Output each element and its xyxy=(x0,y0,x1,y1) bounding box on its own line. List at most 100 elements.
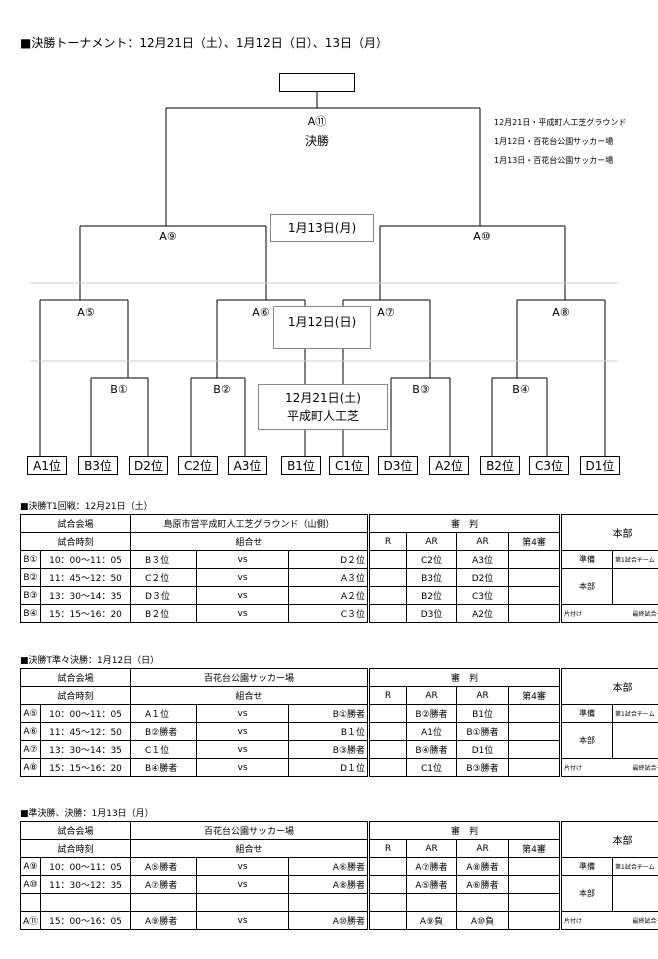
match-time: 13：30～14：35 xyxy=(39,586,132,605)
seed-d1: D1位 xyxy=(580,456,620,475)
hq-prep-team: 第1試合チーム xyxy=(612,857,658,876)
match-id: A⑧ xyxy=(20,758,41,777)
hq-empty-cell xyxy=(612,722,658,759)
referee-ar1: C2位 xyxy=(406,550,458,569)
ar1-header: AR xyxy=(406,686,458,705)
referee-fourth xyxy=(508,740,563,759)
match-time: 10：00～11：05 xyxy=(39,704,132,723)
match-id: B① xyxy=(20,550,41,569)
hq-empty-cell xyxy=(612,875,658,912)
match-id: A⑦ xyxy=(20,740,41,759)
match-label-a5: A⑤ xyxy=(77,306,95,319)
match-label-b3: B③ xyxy=(412,383,430,396)
champion-box xyxy=(279,73,355,92)
seed-a3: A3位 xyxy=(228,456,267,475)
away-team: D１位 xyxy=(288,758,371,777)
venue-name: 百花台公園サッカー場 xyxy=(130,821,371,840)
referee-header: 審 判 xyxy=(368,821,563,840)
match-id: A⑨ xyxy=(20,857,41,876)
away-team: A２位 xyxy=(288,586,371,605)
vs-label: vs xyxy=(196,586,290,605)
ar1-header: AR xyxy=(406,839,458,858)
home-team: A⑤勝者 xyxy=(130,857,198,876)
header-row-venue: 試合会場百花台公園サッカー場審 判本部 xyxy=(19,668,658,705)
referee-r xyxy=(368,911,408,930)
referee-ar1: B2位 xyxy=(406,586,458,605)
hq-prep-team: 第1試合チーム xyxy=(612,704,658,723)
venue-header: 試合会場 xyxy=(19,821,132,840)
venue-name: 島原市営平成町人工芝グラウンド（山側） xyxy=(130,514,371,533)
referee-ar1: A⑦勝者 xyxy=(406,857,458,876)
hq-prep: 準備 xyxy=(560,704,614,723)
referee-fourth xyxy=(508,704,563,723)
referee-ar2: A⑩負 xyxy=(456,911,510,930)
referee-ar2: A⑧勝者 xyxy=(456,857,510,876)
header-row-venue: 試合会場島原市営平成町人工芝グラウンド（山側）審 判本部 xyxy=(19,514,658,551)
match-time: 11：30～12：35 xyxy=(39,875,132,894)
away-team: A⑧勝者 xyxy=(288,875,371,894)
hq-prep: 準備 xyxy=(560,857,614,876)
hq-empty-cell xyxy=(612,568,658,605)
match-label-b2: B② xyxy=(213,383,231,396)
matchup-header: 組合せ xyxy=(130,686,371,705)
r-header: R xyxy=(368,839,408,858)
ar1-header: AR xyxy=(406,532,458,551)
match-id: B④ xyxy=(20,604,41,623)
referee-header: 審 判 xyxy=(368,514,563,533)
match-id: A⑩ xyxy=(20,875,41,894)
section-title: ■決勝T準々決勝：1月12日（日） xyxy=(20,656,160,666)
referee-ar1: A1位 xyxy=(406,722,458,741)
referee-ar1: A⑤勝者 xyxy=(406,875,458,894)
home-team: B３位 xyxy=(130,550,198,569)
table-row xyxy=(20,893,658,912)
vs-label xyxy=(196,893,290,912)
match-label-a6: A⑥ xyxy=(252,306,270,319)
home-team: C１位 xyxy=(130,740,198,759)
match-time: 10：00～11：05 xyxy=(39,550,132,569)
seed-b1: B1位 xyxy=(281,456,321,475)
home-team: A１位 xyxy=(130,704,198,723)
away-team: D２位 xyxy=(288,550,371,569)
time-header: 試合時刻 xyxy=(19,839,132,858)
match-label-a11: A⑪ xyxy=(307,115,327,128)
venue-header: 試合会場 xyxy=(19,668,132,687)
home-team: B２位 xyxy=(130,604,198,623)
away-team: B①勝者 xyxy=(288,704,371,723)
match-time: 15：15～16：20 xyxy=(39,604,132,623)
venue-line-2: 1月12日・百花台公園サッカー場 xyxy=(494,137,614,146)
hq-prep-team: 第1試合チーム xyxy=(612,550,658,569)
away-team xyxy=(288,893,371,912)
referee-r xyxy=(368,586,408,605)
away-team: A⑩勝者 xyxy=(288,911,371,930)
date-box-dec21-venue: 平成町人工芝 xyxy=(286,409,359,423)
match-time xyxy=(39,893,132,912)
match-label-b4: B④ xyxy=(512,383,530,396)
referee-ar2: B1位 xyxy=(456,704,510,723)
vs-label: vs xyxy=(196,704,290,723)
referee-fourth xyxy=(508,604,563,623)
seed-d3: D3位 xyxy=(378,456,418,475)
hq-cleanup-team: 最終試合チーム xyxy=(630,911,658,930)
referee-fourth xyxy=(508,857,563,876)
venue-name: 百花台公園サッカー場 xyxy=(130,668,371,687)
date-box-jan12: 1月12日(日) xyxy=(273,306,371,349)
referee-ar2: A2位 xyxy=(456,604,510,623)
referee-r xyxy=(368,568,408,587)
home-team: A⑨勝者 xyxy=(130,911,198,930)
hq-cleanup-team: 最終試合チーム xyxy=(630,604,658,623)
seed-a1: A1位 xyxy=(27,456,67,475)
referee-ar1 xyxy=(406,893,458,912)
section-title: ■準決勝、決勝：1月13日（月） xyxy=(20,809,154,819)
referee-ar2: C3位 xyxy=(456,586,510,605)
final-label: 決勝 xyxy=(304,134,330,148)
referee-r xyxy=(368,722,408,741)
referee-r xyxy=(368,893,408,912)
away-team: A⑥勝者 xyxy=(288,857,371,876)
